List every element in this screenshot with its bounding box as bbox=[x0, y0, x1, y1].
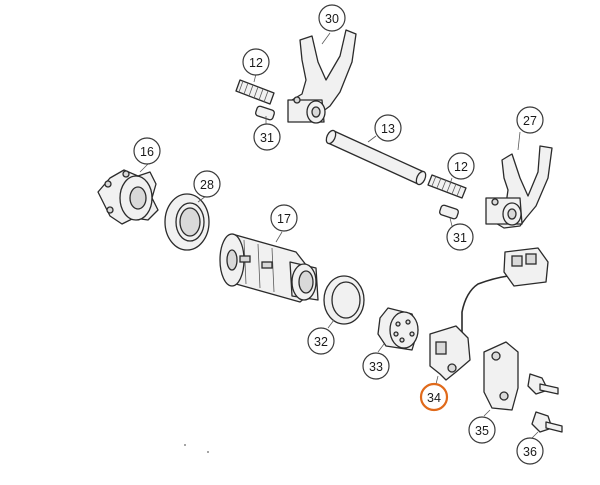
callout-31-upper-label: 31 bbox=[260, 131, 274, 145]
callout-36-label: 36 bbox=[523, 445, 537, 459]
callout-27[interactable]: 27 bbox=[516, 106, 544, 134]
callout-34[interactable]: 34 bbox=[419, 382, 449, 412]
callout-33-label: 33 bbox=[369, 360, 383, 374]
callout-30[interactable]: 30 bbox=[318, 4, 346, 32]
decorative-dots bbox=[184, 444, 209, 453]
callout-28-label: 28 bbox=[200, 178, 214, 192]
spring-12-upper[interactable] bbox=[235, 79, 275, 105]
callout-12-upper[interactable]: 12 bbox=[242, 48, 270, 76]
callout-34-label: 34 bbox=[427, 391, 441, 405]
shift-star-16[interactable] bbox=[97, 169, 159, 225]
shift-rod-13[interactable] bbox=[324, 129, 427, 186]
callout-13[interactable]: 13 bbox=[374, 114, 402, 142]
shift-fork-30[interactable] bbox=[287, 29, 357, 124]
callout-35[interactable]: 35 bbox=[468, 416, 496, 444]
bolt-36-lower[interactable] bbox=[531, 411, 563, 433]
callout-35-label: 35 bbox=[475, 424, 489, 438]
sensor-rotor-33[interactable] bbox=[377, 307, 419, 351]
bearing-ring-32[interactable] bbox=[323, 275, 365, 325]
sensor-bracket-35[interactable] bbox=[483, 341, 519, 411]
callout-31-lower-label: 31 bbox=[453, 231, 467, 245]
callout-27-label: 27 bbox=[523, 114, 537, 128]
callout-33[interactable]: 33 bbox=[362, 352, 390, 380]
callout-17[interactable]: 17 bbox=[270, 204, 298, 232]
callout-12-lower[interactable]: 12 bbox=[447, 152, 475, 180]
pin-31-lower[interactable] bbox=[439, 204, 459, 220]
shift-fork-27[interactable] bbox=[485, 145, 553, 229]
pin-31-upper[interactable] bbox=[255, 105, 275, 121]
callout-12-lower-label: 12 bbox=[454, 160, 468, 174]
callout-13-label: 13 bbox=[381, 122, 395, 136]
bolt-36-upper[interactable] bbox=[527, 373, 559, 395]
callout-17-label: 17 bbox=[277, 212, 291, 226]
callout-16-label: 16 bbox=[140, 145, 154, 159]
shift-drum-17[interactable] bbox=[219, 233, 319, 303]
callout-30-label: 30 bbox=[325, 12, 339, 26]
callout-28[interactable]: 28 bbox=[193, 170, 221, 198]
callout-31-upper[interactable]: 31 bbox=[253, 123, 281, 151]
spring-12-lower[interactable] bbox=[427, 174, 467, 199]
callout-32[interactable]: 32 bbox=[307, 327, 335, 355]
callout-32-label: 32 bbox=[314, 335, 328, 349]
callout-12-upper-label: 12 bbox=[249, 56, 263, 70]
callout-16[interactable]: 16 bbox=[133, 137, 161, 165]
gear-position-sensor-34[interactable] bbox=[429, 247, 549, 381]
bearing-28[interactable] bbox=[164, 193, 210, 251]
callout-36[interactable]: 36 bbox=[516, 437, 544, 465]
callout-31-lower[interactable]: 31 bbox=[446, 223, 474, 251]
